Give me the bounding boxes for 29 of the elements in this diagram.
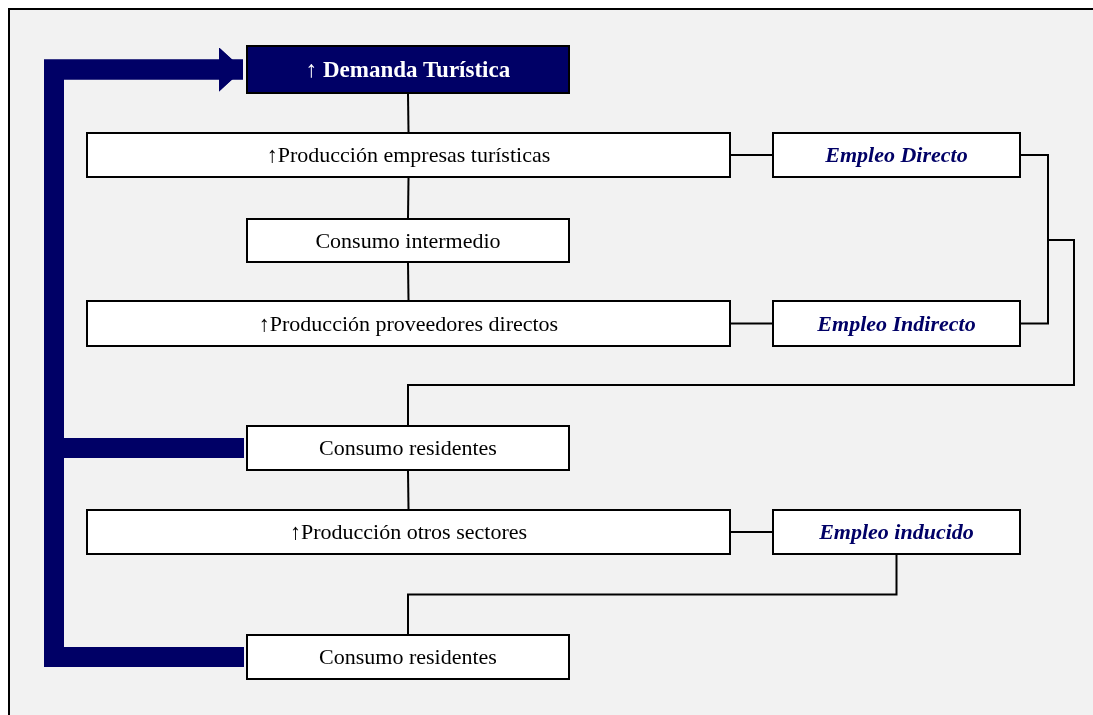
connector-line — [407, 262, 410, 301]
node-label: ↑Producción empresas turísticas — [266, 142, 551, 168]
node-label: ↑ Demanda Turística — [305, 56, 511, 83]
connector-line — [407, 177, 410, 219]
connector-line — [730, 322, 773, 325]
node-label: Empleo inducido — [819, 519, 974, 545]
connector-line — [407, 93, 410, 133]
employment-box — [772, 300, 1021, 347]
node-label: Empleo Directo — [825, 142, 968, 168]
process-box — [246, 218, 570, 263]
node-label: ↑Producción otros sectores — [289, 519, 528, 545]
node-label: ↑Producción proveedores directos — [258, 310, 559, 337]
node-label: Consumo intermedio — [315, 227, 501, 254]
connector-line — [407, 554, 898, 635]
node-label: Consumo residentes — [319, 435, 497, 461]
employment-box — [772, 132, 1021, 178]
node-label: Consumo residentes — [319, 644, 497, 670]
process-box — [246, 425, 570, 471]
header-box — [246, 45, 570, 94]
node-label: Empleo Indirecto — [817, 310, 976, 337]
employment-box — [772, 509, 1021, 555]
connector-line — [730, 154, 773, 156]
feedback-arrow — [44, 47, 244, 667]
process-box — [246, 634, 570, 680]
connector-line — [730, 531, 773, 533]
process-box — [86, 509, 731, 555]
connector-line — [407, 470, 410, 510]
process-box — [86, 132, 731, 178]
process-box — [86, 300, 731, 347]
